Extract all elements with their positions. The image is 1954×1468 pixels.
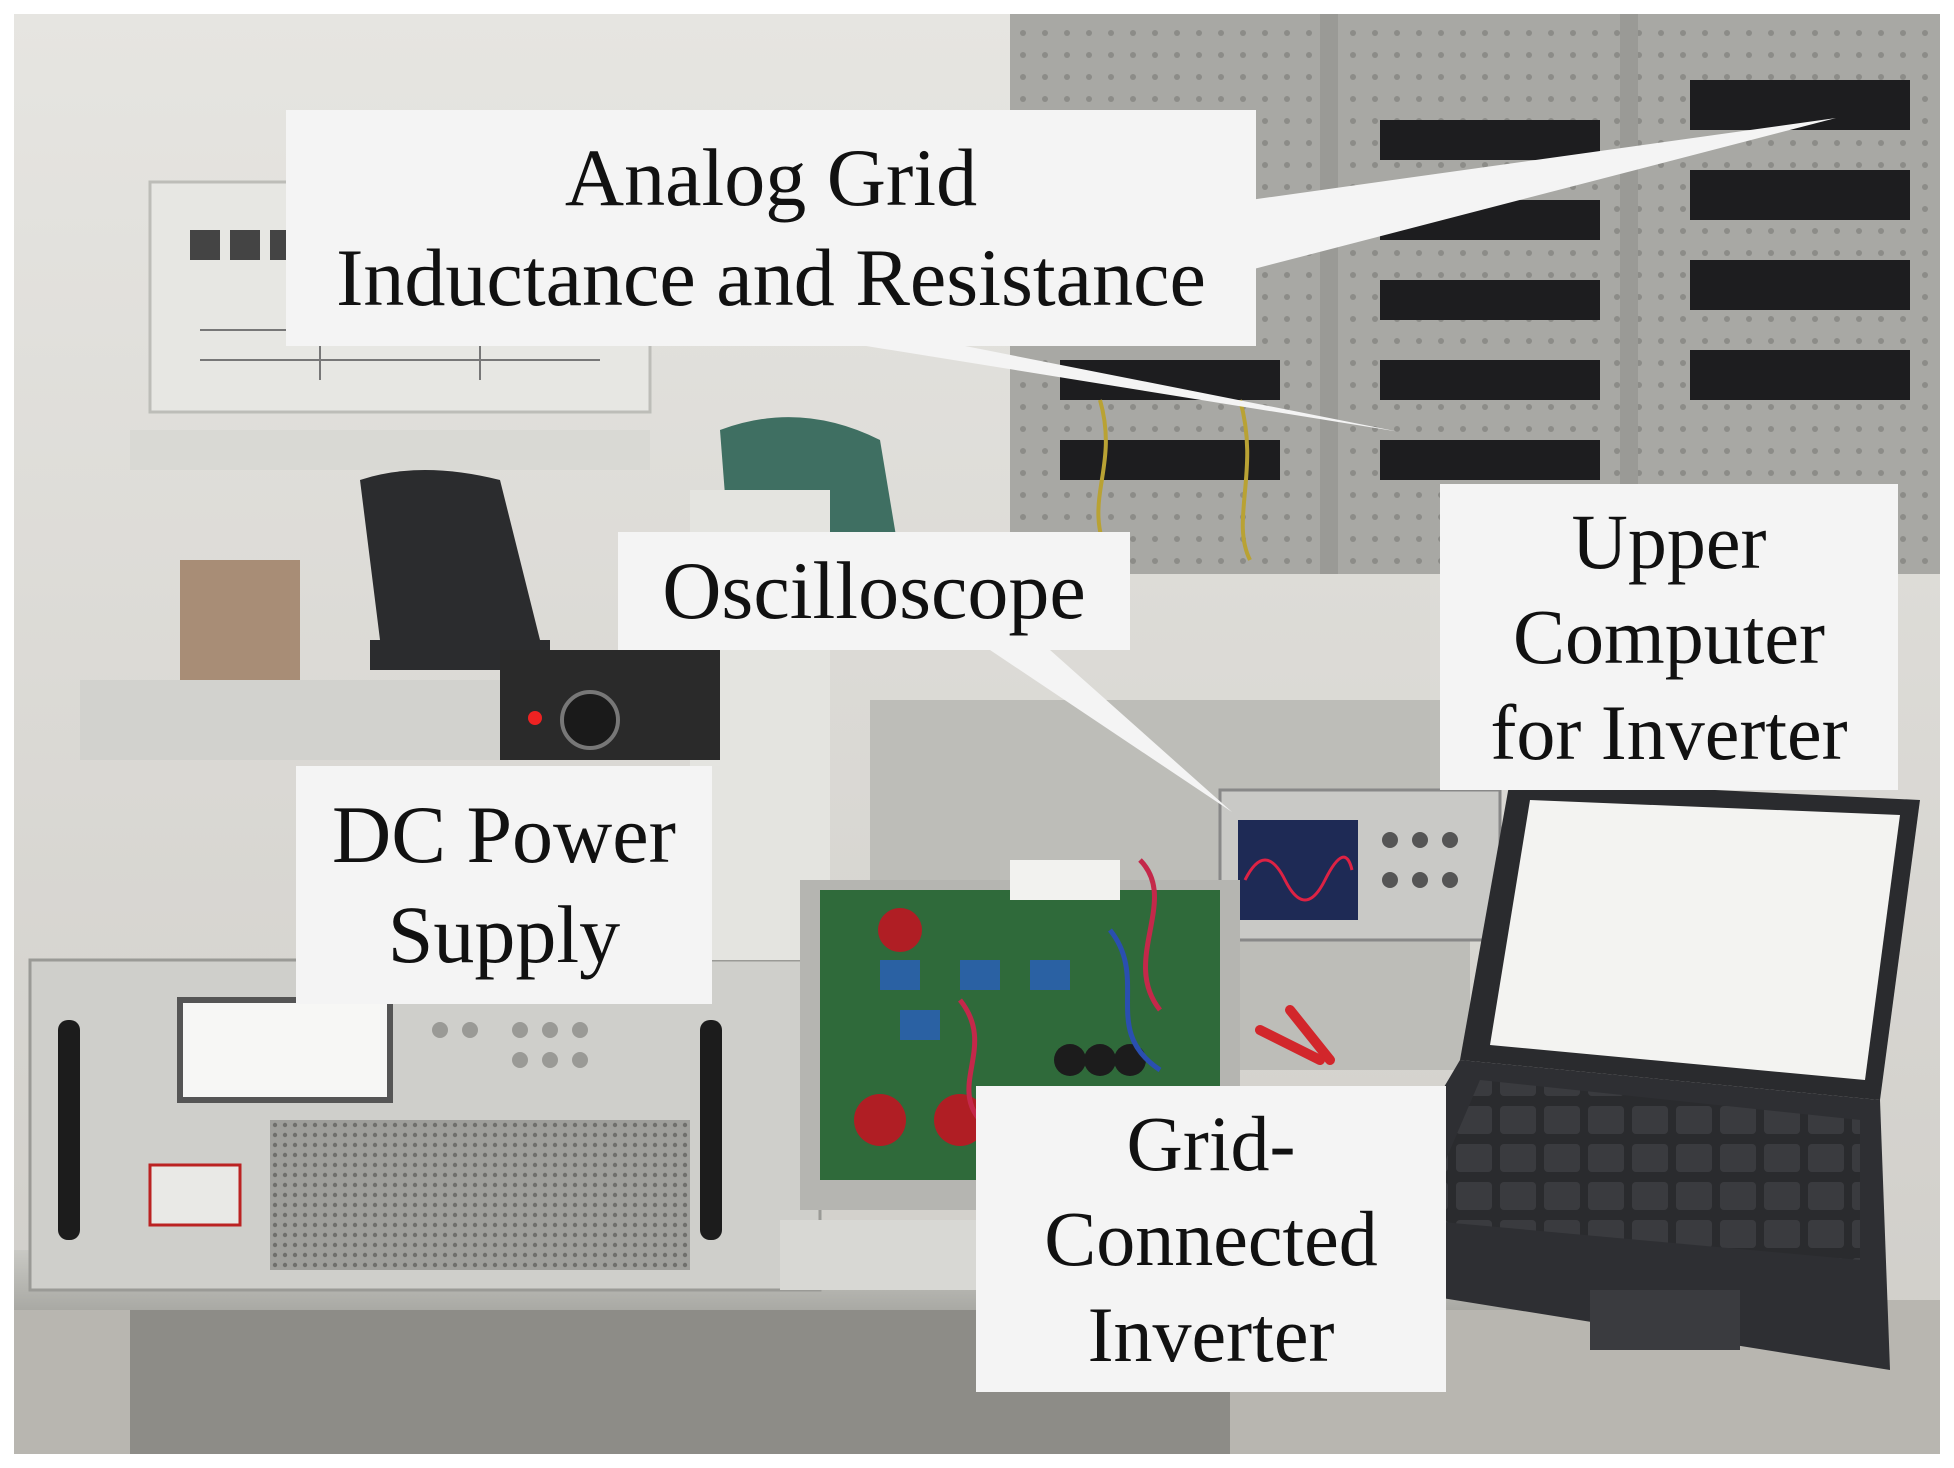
callout-dc-power-supply-line-2: Supply <box>387 889 621 980</box>
callout-inverter-line-3: Inverter <box>1087 1290 1335 1378</box>
callout-upper-computer-line-1: Upper <box>1571 498 1767 586</box>
soldering-station <box>500 650 720 760</box>
oscilloscope-device <box>1218 788 1502 942</box>
callout-dc-power-supply-line-1: DC Power <box>332 788 676 880</box>
callout-analog-grid-line-1: Analog Grid <box>564 131 978 223</box>
callout-oscilloscope-line-1: Oscilloscope <box>662 544 1086 636</box>
callout-inverter-line-2: Connected <box>1044 1195 1378 1283</box>
callout-upper-computer-line-2: Computer <box>1513 593 1825 681</box>
callout-analog-grid-line-2: Inductance and Resistance <box>336 232 1206 323</box>
dc-power-supply <box>28 680 822 1292</box>
callout-upper-computer: Upper Computer for Inverter <box>1440 484 1898 790</box>
callout-oscilloscope: Oscilloscope <box>618 532 1130 650</box>
laptop <box>1330 780 1920 1370</box>
callout-dc-power-supply: DC Power Supply <box>296 766 712 1004</box>
pliers <box>1255 1005 1335 1065</box>
callout-inverter-line-1: Grid- <box>1126 1100 1296 1188</box>
callout-analog-grid: Analog Grid Inductance and Resistance <box>286 110 1256 346</box>
callout-grid-connected-inverter: Grid- Connected Inverter <box>976 1086 1446 1392</box>
callout-upper-computer-line-3: for Inverter <box>1490 688 1848 776</box>
callout-pointers <box>860 118 1836 812</box>
